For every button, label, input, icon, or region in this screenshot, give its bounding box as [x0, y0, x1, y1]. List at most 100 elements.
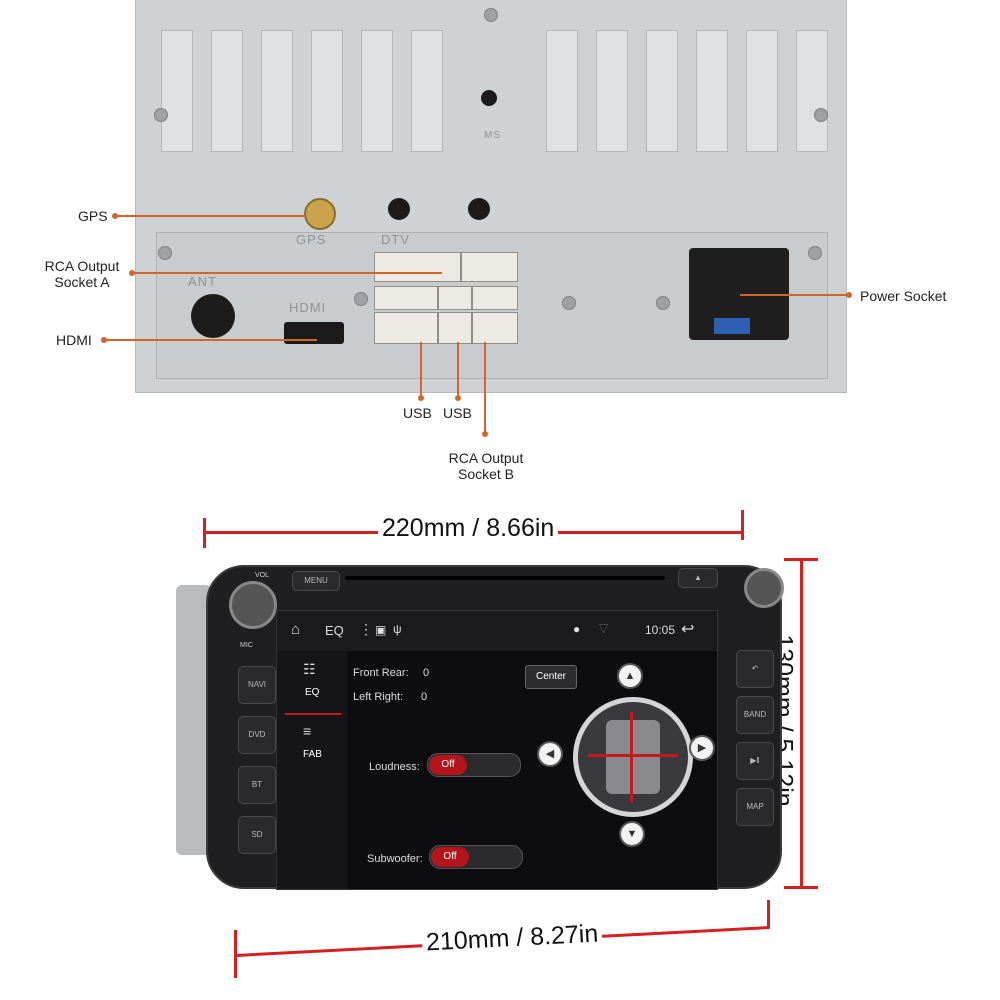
gallery-icon: ▣: [375, 623, 387, 637]
rca-a-line1: RCA Output: [44, 258, 120, 274]
balance-crosshair: [588, 754, 678, 757]
fuse: [714, 318, 750, 334]
gps-socket: [304, 198, 336, 230]
heat-fin: [261, 30, 293, 152]
home-icon[interactable]: ⌂: [291, 621, 301, 638]
dimension-cap: [741, 510, 744, 540]
rca-a-callout: RCA Output Socket A: [34, 258, 130, 290]
screw: [354, 292, 368, 306]
subwoofer-toggle[interactable]: Off: [429, 845, 523, 869]
heat-fin: [311, 30, 343, 152]
callout-line: [457, 342, 459, 398]
more-icon[interactable]: ⋮: [359, 621, 373, 637]
callout-dot: [846, 292, 852, 298]
hdmi-port: [284, 322, 344, 344]
arrow-left-button[interactable]: ◀: [537, 741, 563, 767]
tuning-knob[interactable]: [744, 568, 784, 608]
eject-button[interactable]: ▲: [678, 568, 718, 588]
heat-fin: [411, 30, 443, 152]
usb-icon: ψ: [393, 622, 402, 636]
menu-button[interactable]: MENU: [292, 571, 340, 591]
display-screen: ⌂ EQ ⋮ ▣ ψ ● ▽ 10:05 ↩ ☷ EQ ≡ FAB Front …: [276, 610, 718, 890]
gps-emboss: GPS: [296, 232, 327, 247]
arrow-right-button[interactable]: ▶: [689, 735, 715, 761]
sidebar-label-fab: FAB: [303, 749, 322, 760]
mic-label: MIC: [240, 642, 253, 649]
clock: 10:05: [645, 623, 676, 637]
callout-line: [740, 294, 848, 296]
heat-fin: [161, 30, 193, 152]
loudness-label: Loudness:: [369, 761, 420, 773]
navi-button[interactable]: NAVI: [238, 666, 276, 704]
center-button[interactable]: Center: [525, 665, 577, 689]
sidebar-item-eq[interactable]: ☷ EQ: [277, 651, 347, 711]
screw: [562, 296, 576, 310]
usb-callout-2: USB: [443, 405, 472, 421]
callout-line: [132, 272, 442, 274]
dimension-bottom-width: 210mm / 8.27in: [421, 919, 603, 958]
rca-b-line1: RCA Output: [448, 450, 524, 466]
heat-fin: [546, 30, 578, 152]
heat-fin: [646, 30, 678, 152]
callout-dot: [418, 395, 424, 401]
connector-block: [461, 252, 518, 282]
callout-dot: [482, 431, 488, 437]
dimension-line-right: [800, 560, 803, 888]
dtv-emboss: DTV: [381, 232, 410, 247]
seat-map: [606, 720, 660, 794]
left-right-value: 0: [421, 691, 428, 703]
usb-connector: [438, 312, 472, 344]
screw: [154, 108, 168, 122]
callout-line: [420, 342, 422, 398]
rca-b-callout: RCA Output Socket B: [436, 450, 536, 482]
screw: [656, 296, 670, 310]
play-pause-button[interactable]: ▶‖: [736, 742, 774, 780]
dimension-cap: [234, 930, 237, 978]
back-icon[interactable]: ↩: [681, 621, 695, 638]
heat-fin: [796, 30, 828, 152]
callout-line: [104, 339, 317, 341]
band-button[interactable]: BAND: [736, 696, 774, 734]
antenna-socket: [191, 294, 235, 338]
callout-dot: [455, 395, 461, 401]
dimension-cap: [767, 900, 770, 928]
dvd-button[interactable]: DVD: [238, 716, 276, 754]
rca-connector-a: [374, 252, 461, 282]
vol-label: VOL: [255, 572, 270, 579]
usb-connector: [374, 312, 438, 344]
arrow-down-button[interactable]: ▼: [619, 821, 645, 847]
arrow-up-button[interactable]: ▲: [617, 663, 643, 689]
dtv-hole: [388, 198, 410, 220]
rca-b-line2: Socket B: [457, 466, 515, 482]
sidebar-label-eq: EQ: [305, 687, 320, 698]
hdmi-emboss: HDMI: [289, 300, 327, 315]
fader-crosshair: [630, 712, 633, 802]
disc-slot[interactable]: [345, 576, 665, 580]
screw: [814, 108, 828, 122]
balance-fader-dial[interactable]: [573, 697, 693, 817]
rca-a-line2: Socket A: [54, 274, 110, 290]
mount-hole: [481, 90, 497, 106]
sidebar-item-fab[interactable]: ≡ FAB: [277, 715, 347, 775]
subwoofer-label: Subwoofer:: [367, 853, 423, 865]
heat-fin: [211, 30, 243, 152]
rca-connector-b: [472, 312, 518, 344]
heat-fin: [596, 30, 628, 152]
map-button[interactable]: MAP: [736, 788, 774, 826]
power-callout: Power Socket: [860, 288, 947, 304]
ms-emboss: MS: [484, 130, 501, 141]
screw: [484, 8, 498, 22]
front-rear-value: 0: [423, 667, 430, 679]
loudness-toggle[interactable]: Off: [427, 753, 521, 777]
status-bar: ⌂ EQ ⋮ ▣ ψ ● ▽ 10:05 ↩: [277, 611, 717, 651]
heat-fin: [361, 30, 393, 152]
back-button[interactable]: ↶: [736, 650, 774, 688]
left-right-label: Left Right:: [353, 691, 404, 703]
hdmi-callout: HDMI: [56, 332, 92, 348]
loudness-value: Off: [429, 755, 467, 775]
eq-sliders-icon: ☷: [303, 661, 316, 677]
volume-knob[interactable]: [229, 581, 277, 629]
sd-button[interactable]: SD: [238, 816, 276, 854]
dtv-hole: [468, 198, 490, 220]
bt-button[interactable]: BT: [238, 766, 276, 804]
